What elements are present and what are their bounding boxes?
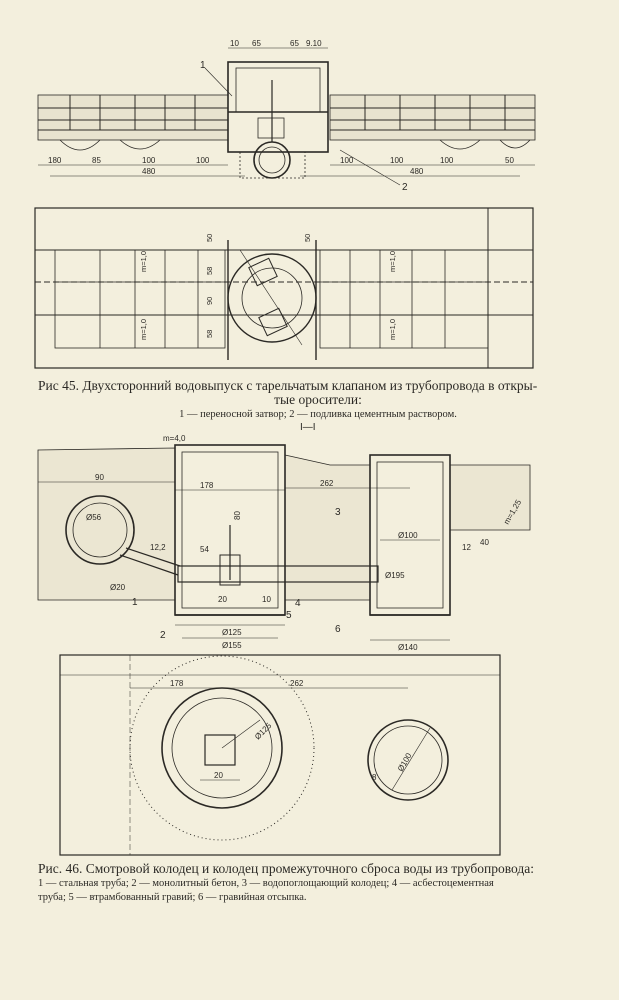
s-callout-4: 4: [295, 598, 301, 609]
p-262: 262: [290, 679, 304, 688]
dim-100d: 100: [390, 156, 404, 165]
fig45-title-line1: Рис 45. Двухсторонний водовыпуск с тарел…: [38, 378, 538, 393]
s-callout-3: 3: [335, 507, 341, 518]
plan-dim-50b: 50: [303, 234, 312, 242]
fig45-legend: 1 — переносной затвор; 2 — подливка цеме…: [179, 409, 457, 420]
fig46-section: [37, 444, 531, 641]
fig46-plan-text: 178 262 Ø125 Ø100 20 8: [170, 679, 414, 782]
dim-100e: 100: [440, 156, 454, 165]
s-195: Ø195: [385, 571, 405, 580]
s-56: Ø56: [86, 513, 102, 522]
dim-65b: 65: [290, 39, 299, 48]
plan-dim-58b: 58: [205, 330, 214, 338]
s-callout-6: 6: [335, 624, 341, 635]
dim-50: 50: [505, 156, 514, 165]
p-100: Ø100: [396, 751, 414, 773]
fig45-dims-bottom: 180 85 100 100 100 100 100 50 480 480 1 …: [48, 60, 514, 193]
dim-100a: 100: [142, 156, 156, 165]
fig45-plan: [34, 207, 534, 369]
s-callout-5: 5: [286, 610, 292, 621]
dim-9-10: 9.10: [306, 39, 322, 48]
fig45-plan-dims: 50 50 58 90 58 m=1,0 m=1,0 m=1,0 m=1,0: [139, 234, 397, 340]
p-125: Ø125: [253, 721, 274, 742]
dim-65a: 65: [252, 39, 261, 48]
s-12-2: 12,2: [150, 543, 166, 552]
s-155: Ø155: [222, 641, 242, 650]
s-80: 80: [233, 511, 242, 520]
s-140: Ø140: [398, 643, 418, 652]
s-callout-2: 2: [160, 630, 166, 641]
dim-total-left: 480: [142, 167, 156, 176]
s-178: 178: [200, 481, 214, 490]
fig45-dims-top: 10 65 65 9.10: [230, 39, 322, 48]
dim-100c: 100: [340, 156, 354, 165]
fig46-legend-line1: 1 — стальная труба; 2 — монолитный бетон…: [38, 878, 494, 889]
s-54: 54: [200, 545, 209, 554]
fig45-caption: Рис 45. Двухсторонний водовыпуск с тарел…: [38, 379, 598, 421]
fig46-section-text: I—I m=4,0 90 178 262 m=1,25 Ø56 Ø20 12,2…: [86, 422, 523, 652]
fig46-plan: [59, 654, 501, 856]
s-12: 12: [462, 543, 471, 552]
fig46-caption: Рис. 46. Смотровой колодец и колодец про…: [38, 862, 598, 904]
dim-10: 10: [230, 39, 239, 48]
plan-dim-50a: 50: [205, 234, 214, 242]
dim-100b: 100: [196, 156, 210, 165]
plan-dim-58a: 58: [205, 267, 214, 275]
s-m4: m=4,0: [163, 434, 186, 443]
dim-180: 180: [48, 156, 62, 165]
s-125: Ø125: [222, 628, 242, 637]
plan-m3: m=1,0: [388, 251, 397, 272]
dim-85: 85: [92, 156, 101, 165]
p-20: 20: [214, 771, 223, 780]
fig46-title: Рис. 46. Смотровой колодец и колодец про…: [38, 861, 535, 876]
fig46-legend-line2: труба; 5 — втрамбованный гравий; 6 — гра…: [38, 892, 307, 903]
plan-m4: m=1,0: [388, 319, 397, 340]
s-20b: 20: [218, 595, 227, 604]
callout-1: 1: [200, 60, 206, 71]
fig45-title-line2: тые оросители:: [274, 392, 362, 407]
s-20: Ø20: [110, 583, 126, 592]
p-178: 178: [170, 679, 184, 688]
s-10: 10: [262, 595, 271, 604]
p-8: 8: [372, 773, 377, 782]
s-262: 262: [320, 479, 334, 488]
s-40: 40: [480, 538, 489, 547]
s-callout-1: 1: [132, 597, 138, 608]
plan-dim-90: 90: [205, 297, 214, 305]
s-100: Ø100: [398, 531, 418, 540]
plan-m2: m=1,0: [139, 319, 148, 340]
section-label: I—I: [300, 422, 316, 433]
dim-total-right: 480: [410, 167, 424, 176]
callout-2: 2: [402, 182, 408, 193]
plan-m1: m=1,0: [139, 251, 148, 272]
s-90: 90: [95, 473, 104, 482]
fig45-elevation: [37, 47, 536, 186]
